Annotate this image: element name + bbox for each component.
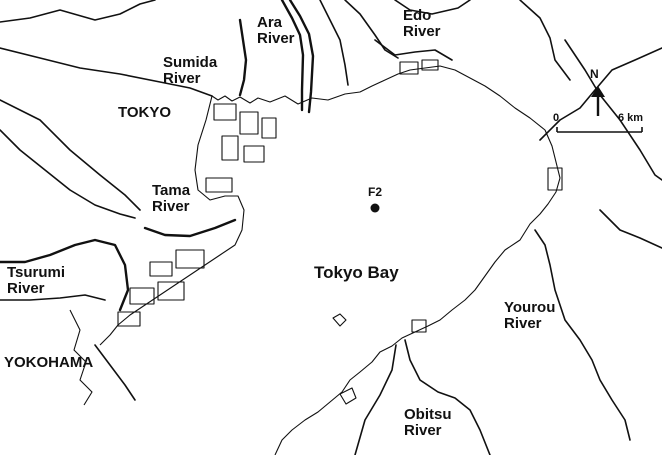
scale-end-label: 6 km [618, 112, 644, 124]
reclaimed-land [547, 167, 563, 191]
yokohama-coast-line [94, 344, 136, 401]
bay-coastline [211, 65, 561, 455]
reclaimed-land [149, 261, 173, 277]
north-arrow-icon [591, 86, 605, 116]
reclaimed-land [411, 319, 427, 333]
sumida-river-line [238, 18, 248, 97]
ara-river-line-a [280, 0, 305, 112]
river-line-top-center [394, 0, 471, 15]
river-line-middle [0, 99, 141, 211]
obitsu-river-line [404, 339, 491, 455]
reclaimed-land [243, 145, 265, 163]
boundary-line-south [354, 344, 397, 455]
reclaimed-land [175, 249, 205, 269]
yokohama-label: YOKOHAMA [4, 354, 94, 371]
station-f2-label: F2 [368, 185, 383, 199]
river-line-ara-far-east [344, 0, 399, 59]
small-island [339, 387, 357, 405]
reclaimed-land [117, 311, 141, 327]
tokyo-label: TOKYO [118, 104, 172, 121]
prefecture-boundary-line [0, 0, 156, 23]
boundary-line-east [564, 39, 662, 181]
river-line-ara-east [319, 0, 349, 86]
reclaimed-land [261, 117, 277, 139]
boundary-line-east-lower [599, 209, 662, 249]
station-f2-marker [370, 203, 380, 213]
coast-detail [69, 309, 93, 406]
small-island [332, 313, 347, 327]
tokyo-bay-label: Tokyo Bay [314, 263, 399, 282]
boundary-line-right [539, 47, 662, 141]
boundary-line-southwest [0, 294, 106, 301]
tsurumi-river-line [0, 238, 130, 312]
reclaimed-land [421, 59, 439, 71]
ara-river-line-b [288, 0, 315, 114]
reclaimed-land [205, 177, 233, 193]
scale-start-label: 0 [553, 112, 560, 124]
scale-bar [556, 127, 643, 133]
reclaimed-land [399, 61, 419, 75]
reclaimed-land [239, 111, 259, 135]
north-label: N [590, 67, 599, 81]
reclaimed-land [157, 281, 185, 301]
edo-river-line [374, 39, 453, 61]
yourou-river-line [534, 229, 631, 441]
boundary-line-top-right [519, 0, 571, 81]
tama-river-line [143, 218, 237, 238]
reclaimed-land [213, 103, 237, 121]
river-line-lower [0, 129, 136, 219]
reclaimed-land [129, 287, 155, 305]
river-line-upper [0, 47, 213, 97]
reclaimed-land [221, 135, 239, 161]
